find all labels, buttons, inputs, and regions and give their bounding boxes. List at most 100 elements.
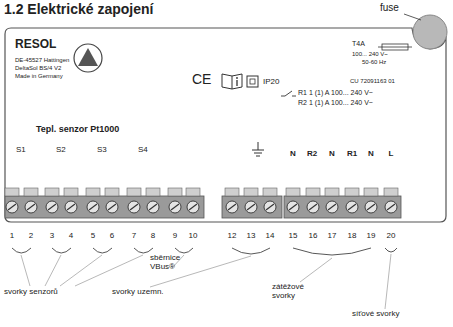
terminal-number: 9 [173,232,177,241]
sensor-heading: Tepl. senzor Pt1000 [36,125,119,135]
relay-rating: R2 1 (1) A 100... 240 V~ [298,99,373,107]
approval-logo [74,44,102,72]
serial-number: CU 72091163 01 [350,78,395,85]
terminal-screw [106,201,118,213]
housing-outline [5,28,446,222]
origin-note: Made in Germany [15,73,63,80]
terminal-screw [287,201,299,213]
voltage-rating: 100... 240 V~ [352,51,388,58]
screw-slot [108,204,116,210]
screw-slot [289,204,297,210]
terminal-name: R2 [307,150,317,159]
screw-slot [8,204,16,210]
terminal-number: 1 [10,232,14,241]
ce-mark: CE [192,72,211,87]
approval-triangle [78,48,98,66]
terminal-screw [326,201,338,213]
screw-slot [48,204,56,210]
terminal-number: 10 [189,232,198,241]
screw-slot [27,204,35,210]
screw-slot [171,204,179,210]
terminal-screw [6,201,18,213]
bracket-s2 [52,248,71,253]
terminal-number: 18 [348,232,357,241]
terminal-socket [263,188,277,196]
group-label: svorky uzemn. [112,288,164,297]
terminal-socket [168,188,182,196]
terminal-screw [128,201,140,213]
bracket-vbus [175,248,193,253]
terminal-screw [87,201,99,213]
sensor-name: S3 [97,146,107,155]
screw-slot [266,204,274,210]
terminal-socket [127,188,141,196]
terminal-number: 17 [328,232,337,241]
diagram-title: 1.2 Elektrické zapojení [4,2,153,17]
terminal-socket [345,188,359,196]
terminal-socket [384,188,398,196]
terminal-screw [365,201,377,213]
info-i-dot [236,77,238,79]
bracket-s3 [93,248,112,253]
terminal-name: L [389,150,394,159]
terminal-number: 4 [69,232,73,241]
info-book-icon [222,74,242,89]
terminal-socket [325,188,339,196]
screw-slot [247,204,255,210]
terminal-name: N [368,150,374,159]
terminal-socket [5,188,19,196]
terminal-socket [105,188,119,196]
terminal-number: 20 [387,232,396,241]
terminal-screw [264,201,276,213]
screw-slot [309,204,317,210]
terminal-number: 13 [247,232,256,241]
terminal-screw [46,201,58,213]
terminal-number: 3 [50,232,54,241]
sensor-name: S1 [16,146,26,155]
terminal-socket [306,188,320,196]
terminal-number: 6 [110,232,114,241]
terminal-socket [286,188,300,196]
fuse-cap [413,15,447,49]
bracket-load [293,248,371,255]
mains-terminal-strip [284,196,401,218]
terminal-name: N [329,150,335,159]
terminal-name: N [290,150,296,159]
terminal-socket [146,188,160,196]
terminal-number: 16 [309,232,318,241]
terminal-screw [25,201,37,213]
screw-slot [328,204,336,210]
terminal-screw [385,201,397,213]
screw-slot [348,204,356,210]
callout-label: fuse [380,2,399,13]
terminal-name: R1 [347,150,357,159]
fuse-symbol-wire [378,47,412,48]
leader-mains [385,254,391,309]
screw-slot [89,204,97,210]
protection-class: IP20 [263,78,279,87]
screw-slot [67,204,75,210]
class2-symbol [247,76,258,87]
class2-symbol-inner [250,79,255,84]
screw-slot [130,204,138,210]
screw-slot [367,204,375,210]
terminal-screw [147,201,159,213]
frequency-rating: 50-60 Hz [362,59,386,66]
screw-slot [387,204,395,210]
terminal-socket [364,188,378,196]
leader-sensors [21,255,143,286]
bracket-s1 [12,248,31,253]
screw-slot [228,204,236,210]
terminal-number: 12 [228,232,237,241]
terminal-screw [346,201,358,213]
group-label: síťové svorky [352,310,399,319]
sensor-terminal-strip [5,196,204,218]
terminal-screw [307,201,319,213]
terminal-socket [244,188,258,196]
terminal-socket [45,188,59,196]
terminal-socket [24,188,38,196]
leader-load [300,258,332,282]
model-name: DeltaSol BS/4 V2 [15,65,61,72]
terminal-socket [186,188,200,196]
screw-slot [149,204,157,210]
